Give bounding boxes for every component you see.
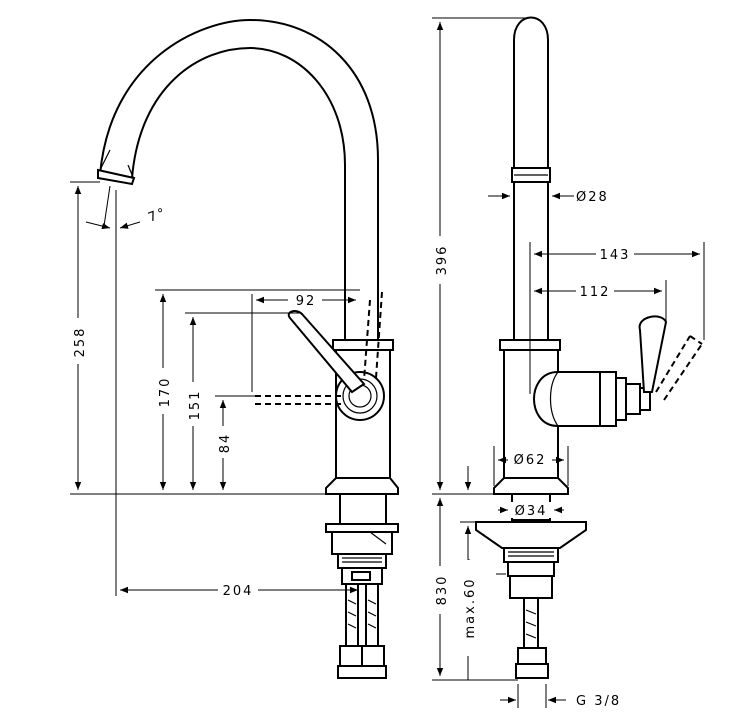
dim-830: 830 — [435, 575, 450, 606]
dim-151: 151 — [188, 390, 203, 421]
side-body-base — [493, 477, 569, 495]
side-supply-hose — [523, 597, 539, 649]
handle-lever-alt-vertical — [363, 291, 383, 381]
dim-g-3-8: G 3/8 — [576, 694, 621, 709]
side-mount-thread — [503, 547, 559, 563]
dim-diameter-62: Ø62 — [514, 453, 547, 468]
dim-92: 92 — [296, 294, 317, 309]
aerator-tip — [97, 168, 136, 186]
handle-lever-alt-horizontal — [255, 395, 345, 405]
side-handle-lever-alt — [655, 335, 703, 401]
body-collar-top — [332, 339, 394, 351]
side-dimensions: 396 830 max.60 Ø28 143 112 — [432, 17, 705, 709]
mount-neck — [339, 493, 387, 525]
supply-hose-right — [365, 583, 379, 647]
dim-7-degrees: 7° — [146, 205, 169, 226]
supply-hose-left — [345, 583, 359, 647]
dim-112: 112 — [580, 285, 611, 300]
front-dimensions: 258 170 151 84 92 204 7° — [70, 181, 360, 599]
dim-max-60: max.60 — [463, 578, 478, 639]
side-view — [475, 16, 703, 679]
mount-plate — [325, 523, 399, 533]
dim-diameter-34: Ø34 — [515, 504, 548, 519]
mount-nut — [331, 531, 393, 555]
dim-170: 170 — [158, 377, 173, 408]
dim-204: 204 — [223, 584, 254, 599]
dim-84: 84 — [218, 433, 233, 454]
dim-258: 258 — [73, 327, 88, 358]
side-handle-lever — [638, 315, 668, 393]
dim-396: 396 — [435, 245, 450, 276]
side-mount-plate — [475, 521, 587, 549]
spout-arc — [98, 18, 379, 341]
mount-thread — [337, 553, 387, 569]
body-base — [325, 477, 399, 495]
handle-lever — [287, 310, 366, 394]
dim-diameter-28: Ø28 — [576, 190, 609, 205]
dim-143: 143 — [600, 248, 631, 263]
valve-stub — [532, 371, 601, 427]
front-view — [70, 18, 399, 679]
